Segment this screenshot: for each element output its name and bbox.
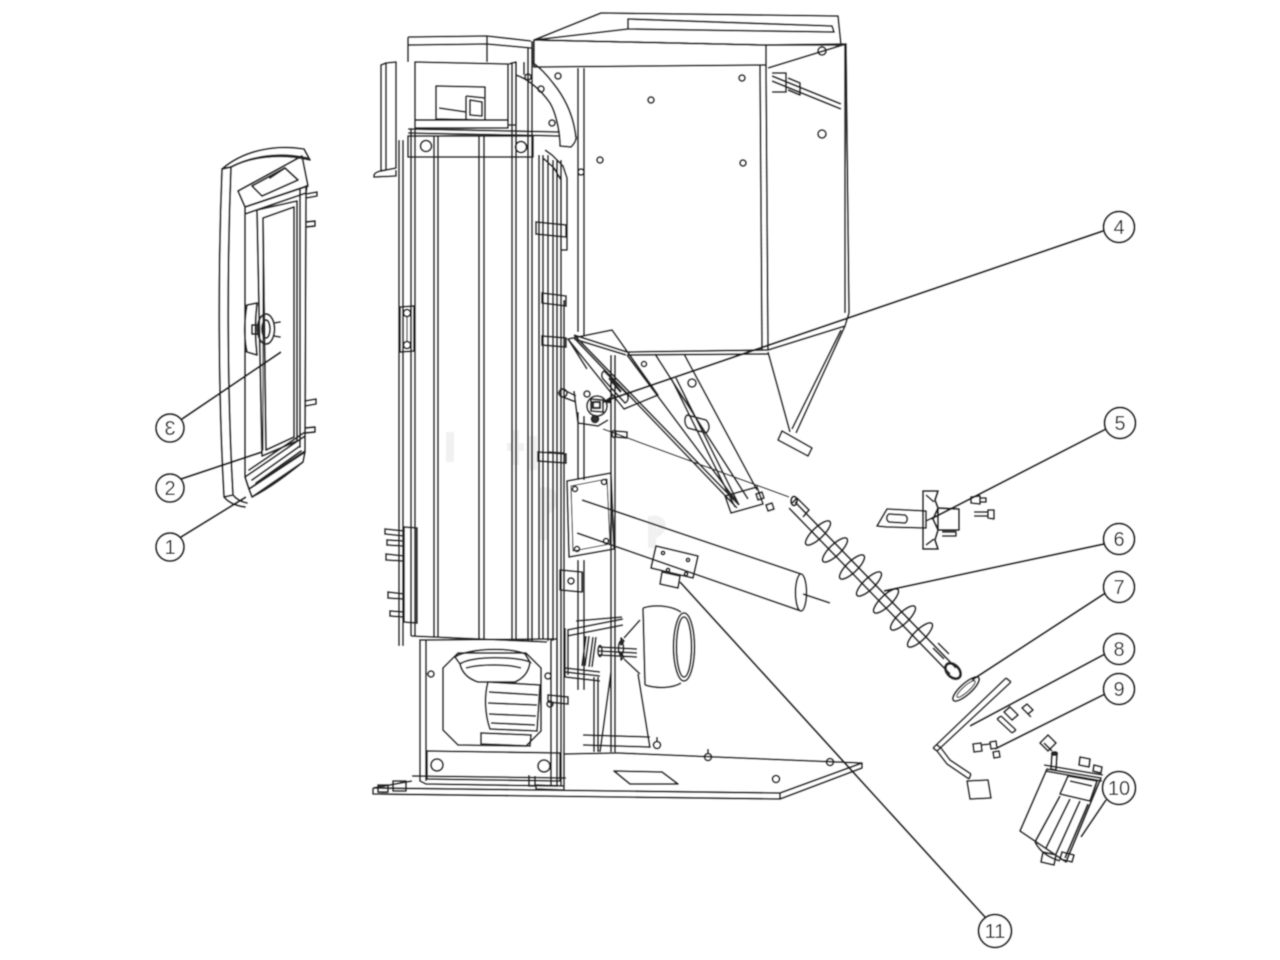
svg-text:8: 8 — [1113, 639, 1124, 661]
svg-text:1: 1 — [164, 537, 175, 559]
svg-text:3: 3 — [164, 418, 175, 440]
svg-text:9: 9 — [1113, 679, 1124, 701]
svg-text:10: 10 — [1108, 778, 1130, 800]
svg-text:4: 4 — [1113, 217, 1124, 239]
svg-text:11: 11 — [985, 921, 1006, 943]
svg-text:5: 5 — [1114, 413, 1125, 435]
svg-text:2: 2 — [164, 478, 175, 500]
svg-text:6: 6 — [1113, 529, 1124, 551]
svg-text:7: 7 — [1113, 577, 1124, 599]
